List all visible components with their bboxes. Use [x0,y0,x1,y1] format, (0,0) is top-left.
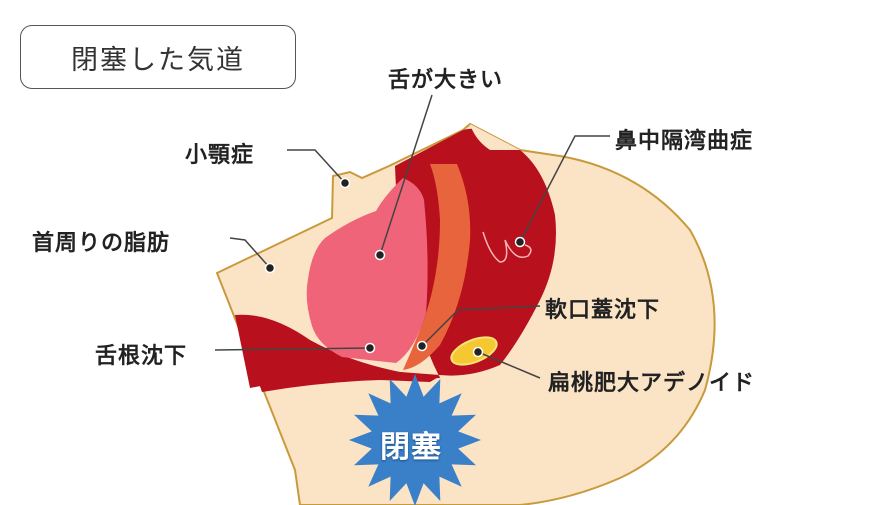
label-soft-palate: 軟口蓋沈下 [545,298,661,323]
soft-palate [403,164,471,370]
obstruction-star [349,374,481,505]
obstruction-badge-text: 閉塞 [380,430,442,465]
label-tongue-large: 舌が大きい [388,68,504,93]
nasal-septum-curve [482,231,532,263]
label-micrognathia: 小顎症 [185,143,255,168]
pharynx-tissue [235,128,556,388]
label-septum-deviation: 鼻中隔湾曲症 [615,129,754,154]
page-title: 閉塞した気道 [20,25,296,89]
leader-dots [264,177,526,358]
label-glossoptosis: 舌根沈下 [95,344,188,369]
tongue [306,178,428,363]
nose-skin [470,124,520,150]
label-tonsil-adenoid: 扁桃肥大アデノイド [548,371,756,396]
leader-lines [214,94,610,379]
label-neck-fat: 首周りの脂肪 [32,231,171,256]
